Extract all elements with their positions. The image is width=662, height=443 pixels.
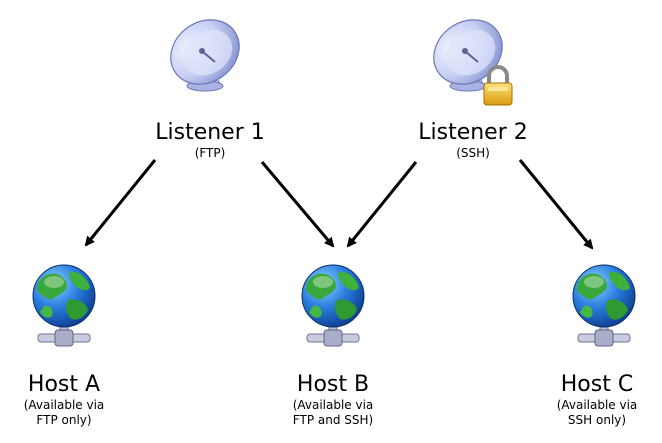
listener-1-label: Listener 1 (FTP) — [130, 120, 290, 161]
listener-2-name: Listener 2 — [418, 120, 528, 145]
listener-1-dish-icon — [157, 5, 253, 99]
listener-1-name: Listener 1 — [155, 120, 265, 145]
host-c-name: Host C — [560, 372, 634, 397]
host-c-availability-line1: (Available via — [556, 398, 638, 412]
listener-2-label: Listener 2 (SSH) — [393, 120, 553, 161]
arrow-listener1-to-host-a — [84, 159, 157, 247]
arrow-listener1-to-host-b — [260, 161, 335, 248]
host-a-availability-line1: (Available via — [23, 398, 105, 412]
host-a-globe-icon — [32, 264, 96, 347]
host-b-availability-line1: (Available via — [292, 398, 374, 412]
host-c-globe-icon — [572, 264, 636, 347]
host-b-name: Host B — [296, 372, 370, 397]
host-a-availability-line2: FTP only) — [36, 413, 92, 427]
host-c-label: Host C (Available via SSH only) — [532, 372, 662, 428]
arrow-listener2-to-host-c — [518, 159, 594, 250]
host-c-availability-line2: SSH only) — [567, 413, 627, 427]
host-b-globe-icon — [301, 264, 365, 347]
host-a-name: Host A — [27, 372, 101, 397]
arrow-listener2-to-host-b — [346, 161, 418, 248]
padlock-icon — [483, 65, 513, 106]
listener-1-protocol: (FTP) — [194, 146, 226, 160]
host-a-label: Host A (Available via FTP only) — [0, 372, 134, 428]
host-b-availability-line2: FTP and SSH) — [292, 413, 374, 427]
listener-2-protocol: (SSH) — [456, 146, 490, 160]
host-b-label: Host B (Available via FTP and SSH) — [263, 372, 403, 428]
